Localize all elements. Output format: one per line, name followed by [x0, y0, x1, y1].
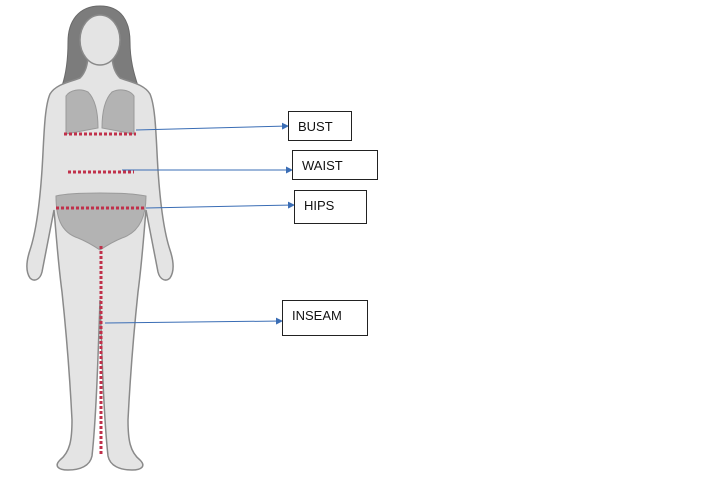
bra: [65, 89, 99, 135]
hips-label: HIPS: [294, 190, 367, 224]
inseam-pointer-arrow: [104, 317, 283, 325]
head: [79, 14, 121, 66]
inseam-label: INSEAM: [282, 300, 368, 336]
bust-label: BUST: [288, 111, 352, 141]
waist-label: WAIST: [292, 150, 378, 180]
hips-pointer-arrow: [145, 201, 295, 209]
bust-pointer-arrow: [135, 122, 289, 131]
